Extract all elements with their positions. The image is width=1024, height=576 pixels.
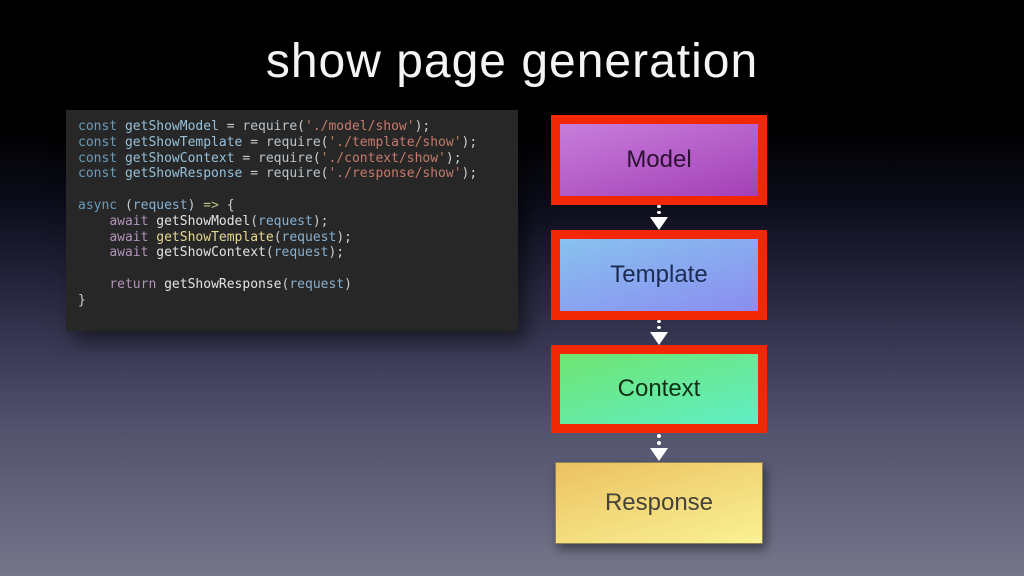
code-token: getShowContext xyxy=(156,245,266,261)
code-token: ); xyxy=(414,119,431,134)
code-token: const xyxy=(78,134,125,150)
code-token: ); xyxy=(312,213,329,229)
code-token: request xyxy=(281,229,337,245)
code-token: getShowModel xyxy=(156,213,251,229)
diagram-box-label: Model xyxy=(626,146,692,173)
diagram-box-template: Template xyxy=(551,230,767,320)
code-token: ( xyxy=(273,229,282,245)
diagram-box-response: Response xyxy=(555,462,763,544)
code-token xyxy=(78,214,109,229)
code-token: require xyxy=(258,150,313,166)
diagram-box-label: Context xyxy=(617,375,701,402)
code-token: await xyxy=(109,229,157,245)
slide-title: show page generation xyxy=(265,35,759,88)
code-token: = xyxy=(218,119,243,134)
code-token xyxy=(78,245,109,260)
code-token: request xyxy=(258,213,313,229)
code-token: getShowContext xyxy=(124,150,235,166)
code-token: return xyxy=(109,276,165,292)
code-token: await xyxy=(109,245,157,261)
diagram-box-label: Template xyxy=(610,261,708,288)
code-line: async (request) => { xyxy=(78,198,508,214)
code-token: ) xyxy=(344,276,352,292)
code-token: { xyxy=(218,197,235,213)
code-token: ( xyxy=(117,197,133,213)
connector-dot xyxy=(657,434,661,438)
connector-dot xyxy=(657,441,661,445)
code-token: ( xyxy=(265,245,274,261)
code-line: return getShowResponse(request) xyxy=(78,277,508,293)
connector-dot xyxy=(657,205,661,208)
code-token: getShowTemplate xyxy=(156,229,274,245)
code-token: require xyxy=(265,166,321,182)
code-token: ( xyxy=(297,119,305,134)
code-token: request xyxy=(273,245,329,261)
code-line: const getShowContext = require('./contex… xyxy=(78,151,508,167)
arrow-head-icon xyxy=(650,332,668,345)
code-line: const getShowModel = require('./model/sh… xyxy=(78,119,508,135)
code-token: ); xyxy=(336,229,352,245)
code-token: getShowResponse xyxy=(164,276,282,292)
code-token: './context/show' xyxy=(320,150,446,166)
connector-dot xyxy=(657,211,661,214)
connector-dot xyxy=(657,320,661,323)
code-token: ); xyxy=(328,245,345,261)
code-line xyxy=(78,182,508,198)
code-token: = xyxy=(242,134,266,150)
connector-dot xyxy=(657,326,661,329)
dotted-arrow-connector xyxy=(551,433,767,462)
dotted-arrow-connector xyxy=(551,320,767,345)
code-token: './model/show' xyxy=(305,119,415,134)
code-token: ) xyxy=(187,197,204,213)
code-token: ( xyxy=(312,150,321,166)
dotted-arrow-connector xyxy=(551,205,767,230)
code-token: getShowTemplate xyxy=(124,134,243,150)
code-token: ( xyxy=(320,166,329,182)
code-token: './template/show' xyxy=(328,134,462,150)
code-token: const xyxy=(78,119,125,134)
code-token xyxy=(78,230,109,245)
code-token: async xyxy=(78,197,118,213)
code-token xyxy=(78,277,109,292)
code-line: await getShowContext(request); xyxy=(78,245,508,261)
diagram-box-context: Context xyxy=(551,345,767,433)
arrow-head-icon xyxy=(650,448,668,461)
code-token: request xyxy=(132,197,188,213)
code-line: await getShowModel(request); xyxy=(78,214,508,230)
code-line: await getShowTemplate(request); xyxy=(78,230,508,246)
diagram-box-model: Model xyxy=(551,115,767,205)
arrow-head-icon xyxy=(650,217,668,230)
code-token: = xyxy=(234,150,259,166)
code-token: const xyxy=(78,166,125,182)
code-line xyxy=(78,261,508,277)
code-token: } xyxy=(78,292,86,308)
code-token: await xyxy=(109,213,157,229)
code-token: getShowResponse xyxy=(124,166,243,182)
code-token: ( xyxy=(320,134,329,150)
diagram-box-label: Response xyxy=(604,489,714,516)
code-token: require xyxy=(242,119,298,134)
code-token: ); xyxy=(461,134,478,150)
code-line: } xyxy=(78,293,508,309)
code-token: request xyxy=(289,276,345,292)
code-token: ( xyxy=(281,276,290,292)
code-token: = xyxy=(242,166,266,182)
code-token: => xyxy=(203,197,219,213)
code-token: const xyxy=(78,150,125,166)
code-token: ( xyxy=(250,213,259,229)
code-token: ); xyxy=(445,150,462,166)
code-block: const getShowModel = require('./model/sh… xyxy=(66,110,518,331)
code-line: const getShowResponse = require('./respo… xyxy=(78,166,508,182)
code-token: ); xyxy=(461,166,478,182)
code-token: getShowModel xyxy=(124,119,219,134)
code-line: const getShowTemplate = require('./templ… xyxy=(78,135,508,151)
code-token: './response/show' xyxy=(328,166,462,182)
code-token: require xyxy=(265,134,321,150)
